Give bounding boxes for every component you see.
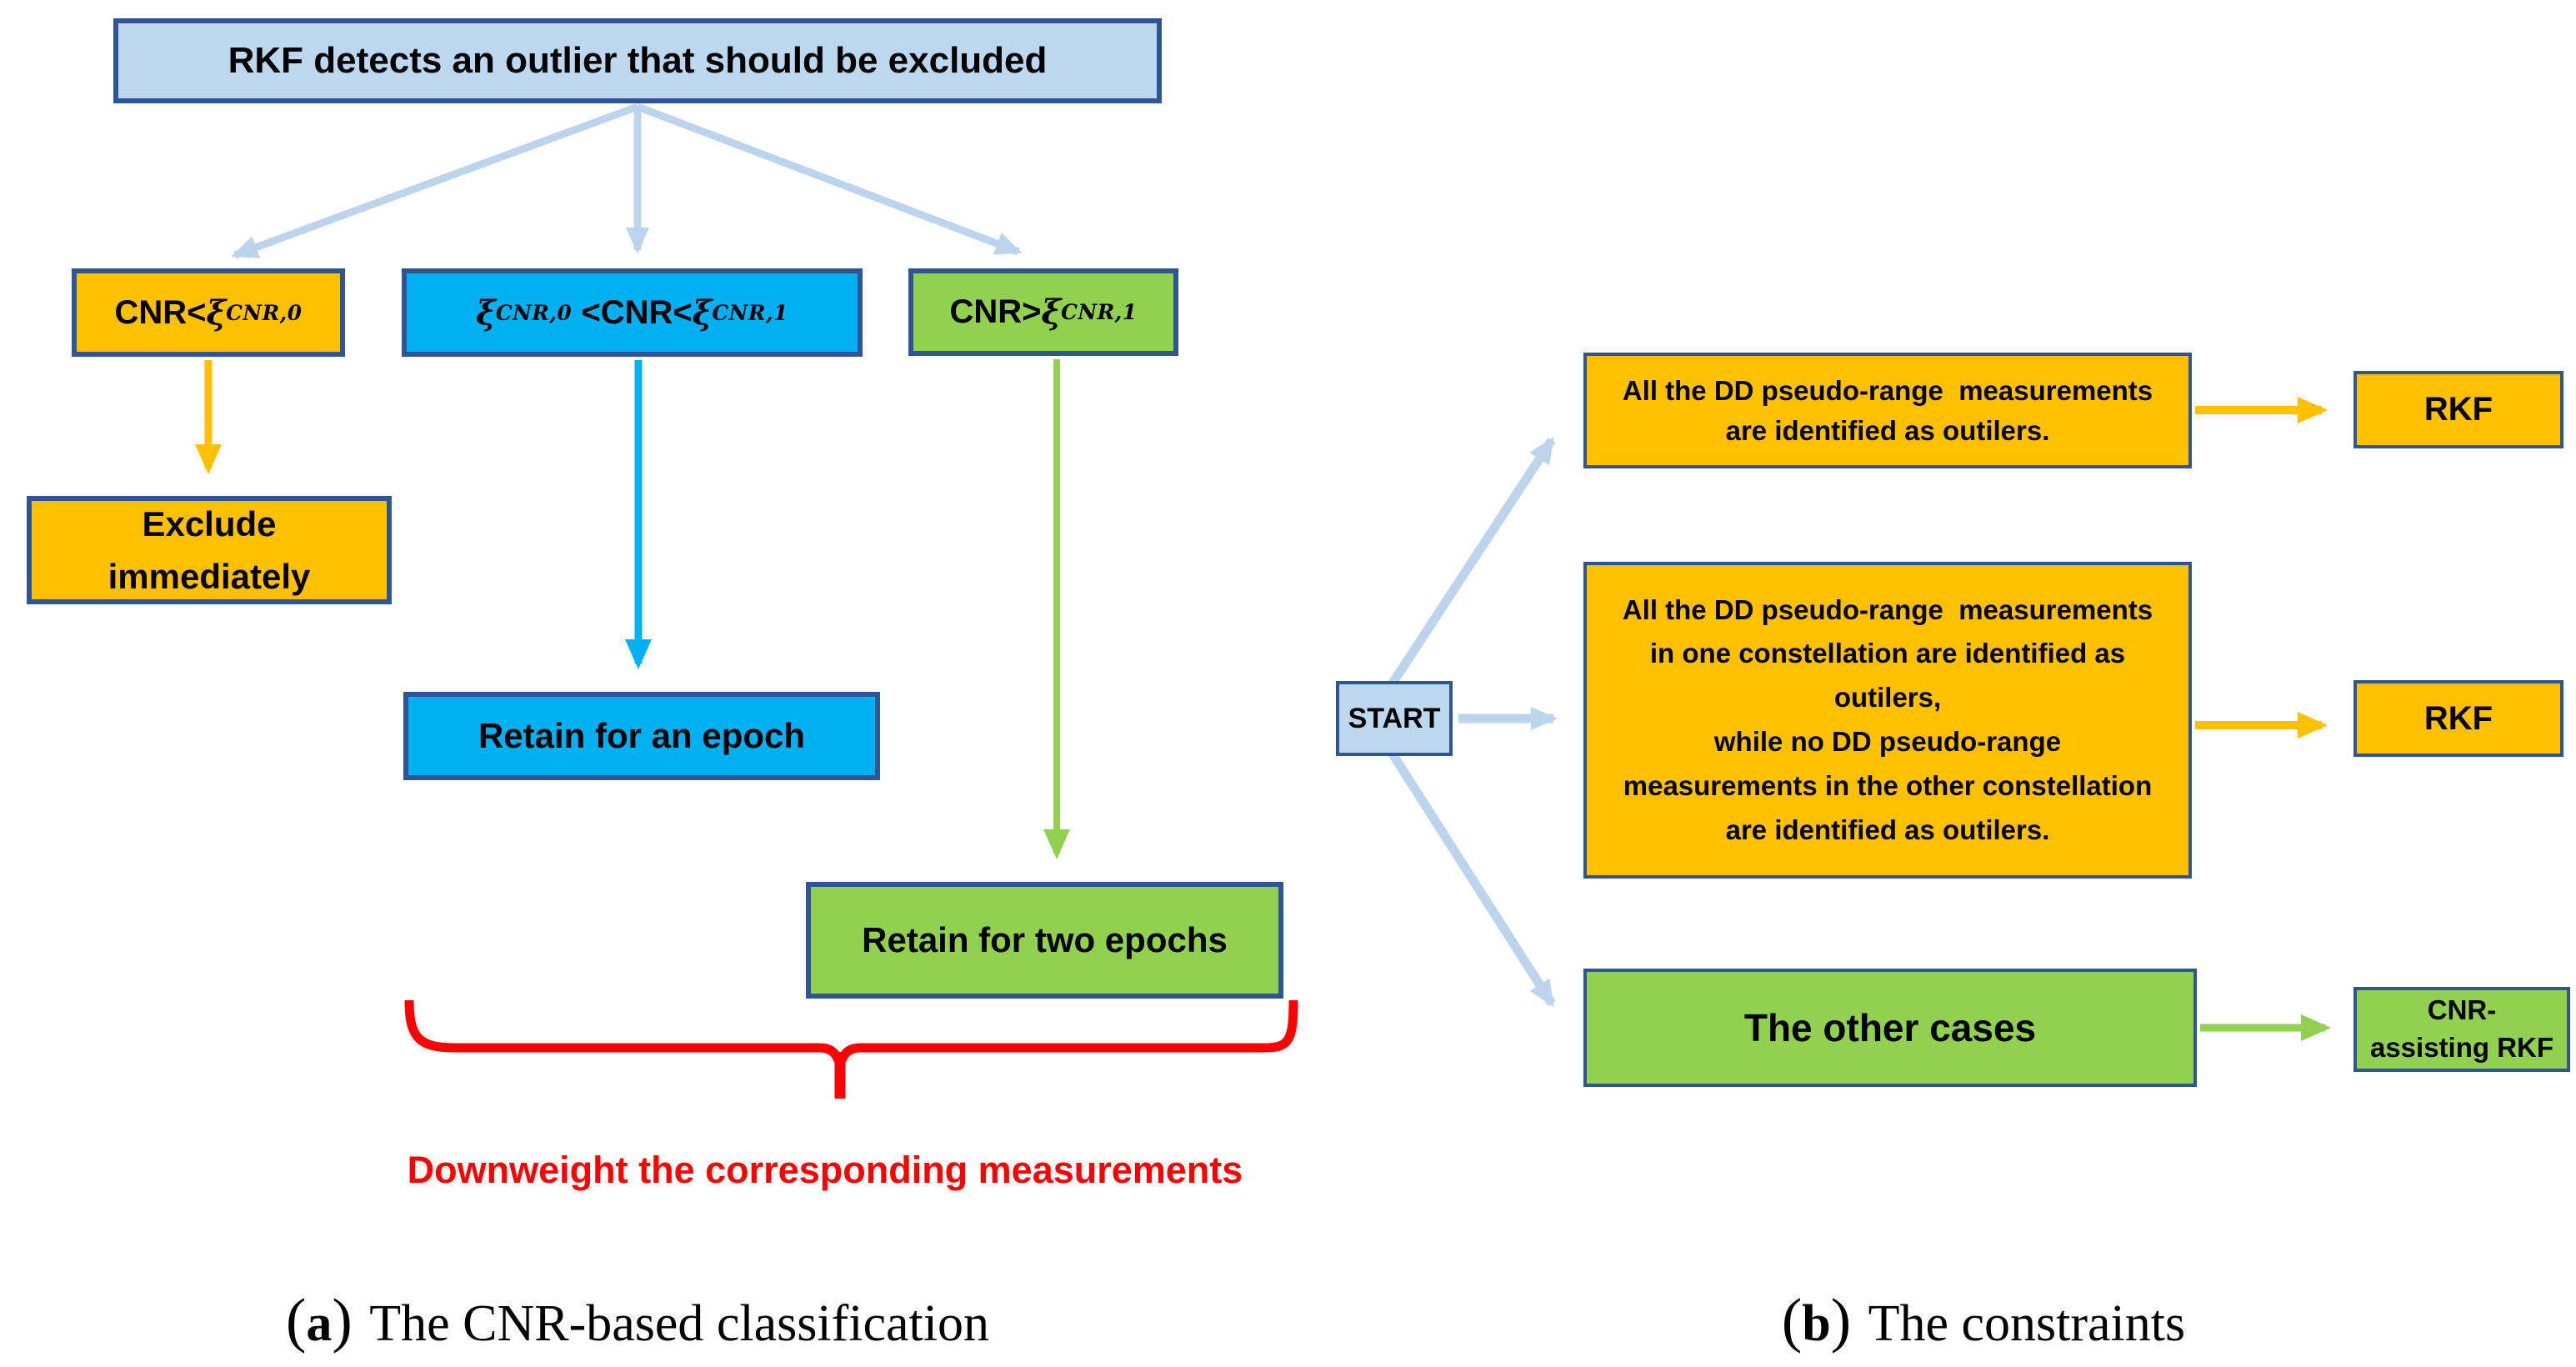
retain-one-epoch-box: Retain for an epoch [403, 692, 880, 780]
root-box: RKF detects an outlier that should be ex… [113, 18, 1162, 103]
caption-b: (b) The constraints [1650, 1285, 2317, 1355]
xi-subscript: CNR,0 [226, 300, 303, 325]
xi-subscript: CNR,1 [712, 300, 788, 325]
caption-b-letter: b [1802, 1295, 1831, 1352]
rkf-box-1: RKF [2353, 371, 2563, 448]
cnr-rkf-line-1: CNR- [2427, 994, 2497, 1026]
caption-a: (a) The CNR-based classification [125, 1285, 1150, 1355]
case-all-outliers-box: All the DD pseudo-range measurements are… [1583, 353, 2192, 468]
caption-a-letter: a [306, 1295, 333, 1352]
exclude-line-1: Exclude [142, 504, 277, 543]
fan-arrow-left [231, 103, 639, 259]
case1-line-1: All the DD pseudo-range measurements [1622, 374, 2153, 406]
xi-symbol: ξ [206, 293, 227, 333]
case2-line-4: while no DD pseudo-range [1713, 726, 2062, 757]
condition-low-text: CNR< [114, 293, 207, 331]
caption-a-close-paren: ) [332, 1286, 353, 1354]
start-arrow-down [1386, 748, 1556, 1008]
xi-subscript: CNR,0 [495, 300, 573, 325]
retain-two-epochs-box: Retain for two epochs [806, 882, 1283, 999]
rkf-1-label: RKF [2423, 391, 2493, 428]
caption-b-open-paren: ( [1781, 1286, 1803, 1354]
caption-a-open-paren: ( [286, 1286, 307, 1354]
rkf-2-label: RKF [2423, 699, 2493, 737]
case-other-box: The other cases [1583, 969, 2197, 1087]
xi-symbol: ξ [476, 293, 496, 333]
caption-b-close-paren: ) [1830, 1286, 1852, 1354]
xi-symbol: ξ [1041, 293, 1062, 332]
cnr-rkf-line-2: assisting RKF [2369, 1032, 2554, 1063]
retain-one-label: Retain for an epoch [478, 716, 806, 755]
case2-line-3: outilers, [1833, 682, 1942, 714]
exclude-line-2: immediately [108, 557, 311, 596]
case2-line-2: in one constellation are identified as [1649, 638, 2126, 669]
condition-mid-text: <CNR< [572, 293, 693, 331]
xi-subscript: CNR,1 [1061, 300, 1138, 324]
case3-label: The other cases [1743, 1006, 2037, 1049]
condition-high-text: CNR> [949, 293, 1042, 330]
start-label: START [1348, 702, 1441, 734]
case2-line-5: measurements in the other constellation [1623, 769, 2153, 801]
downweight-label: Downweight the corresponding measurement… [407, 1149, 1243, 1191]
case-one-constellation-box: All the DD pseudo-range measurements in … [1583, 562, 2192, 879]
case2-line-6: are identified as outilers. [1725, 814, 2050, 845]
case1-line-2: are identified as outilers. [1725, 414, 2050, 446]
caption-b-text: The constraints [1868, 1295, 2186, 1352]
rkf-box-2: RKF [2353, 680, 2563, 757]
case2-line-1: All the DD pseudo-range measurements [1622, 593, 2153, 625]
caption-a-text: The CNR-based classification [369, 1295, 989, 1352]
xi-symbol: ξ [692, 293, 713, 333]
brace [404, 999, 1298, 1074]
root-box-label: RKF detects an outlier that should be ex… [228, 40, 1048, 81]
retain-two-label: Retain for two epochs [862, 920, 1228, 959]
fan-arrow-right [636, 103, 1023, 256]
exclude-immediately-box: Exclude immediately [27, 496, 392, 604]
cnr-assisting-rkf-box: CNR- assisting RKF [2353, 987, 2570, 1072]
start-box: START [1336, 681, 1453, 756]
start-arrow-up [1386, 436, 1556, 690]
